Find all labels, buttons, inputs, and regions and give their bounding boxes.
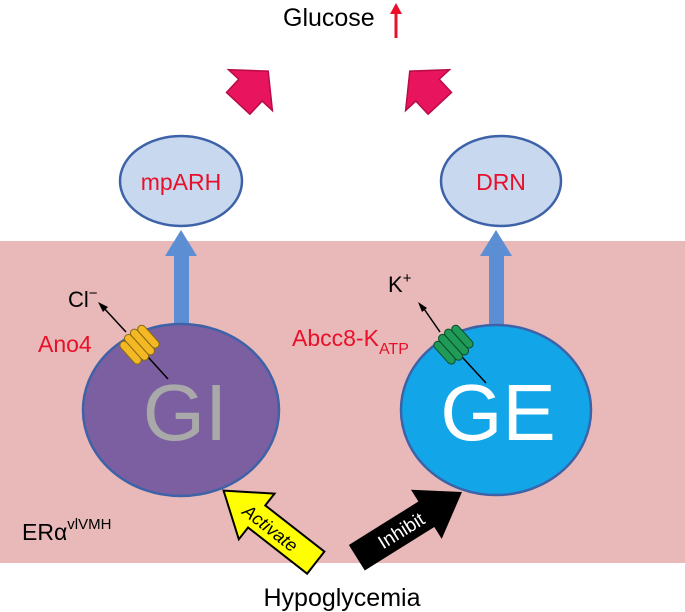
chloride-ion-label: Cl− — [68, 285, 98, 312]
mparh-node — [118, 134, 244, 228]
ge-neuron — [399, 323, 593, 497]
ano4-channel-icon — [98, 302, 169, 380]
increase-arrow-icon — [390, 3, 402, 38]
gi-label: GI — [143, 368, 227, 457]
ano4-label: Ano4 — [38, 331, 92, 357]
eralpha-vlvmh-label: ERαvlVMH — [22, 516, 111, 545]
mparh-label: mpARH — [141, 169, 222, 195]
projection-arrow-left — [165, 230, 197, 342]
big-arrow-right — [404, 68, 453, 116]
drn-label: DRN — [476, 169, 526, 195]
katp-channel-icon — [418, 302, 487, 384]
projection-arrow-right — [480, 230, 512, 342]
potassium-ion-label: K+ — [388, 270, 412, 297]
glucose-title: Glucose — [283, 4, 375, 32]
drn-node — [439, 134, 563, 228]
gi-neuron — [81, 322, 281, 498]
ge-label: GE — [440, 368, 556, 457]
abcc8-katp-label: Abcc8-KATP — [292, 325, 409, 358]
big-arrow-left — [225, 68, 274, 116]
hypoglycemia-label: Hypoglycemia — [263, 584, 420, 612]
